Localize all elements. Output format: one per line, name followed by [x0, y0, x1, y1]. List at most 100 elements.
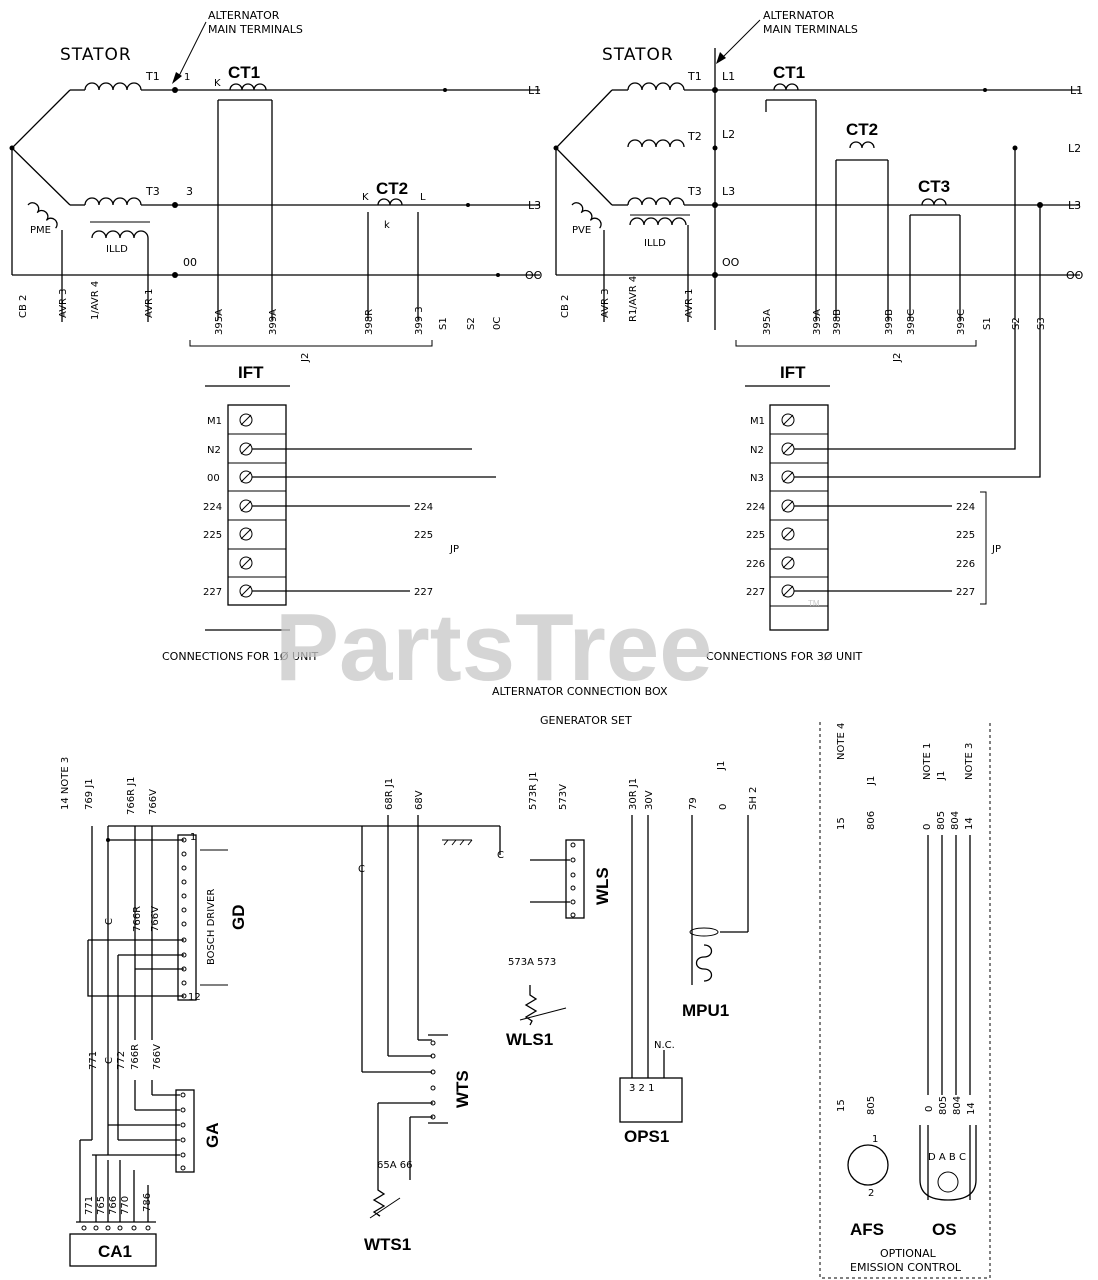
left-term-avr1: AVR 1 [144, 288, 155, 318]
right-term-avr1: AVR 1 [684, 288, 695, 318]
right-jp-label: JP [991, 544, 1001, 555]
right-wire-224: 224 [956, 502, 975, 513]
ops-pins: 3 2 1 [629, 1083, 654, 1094]
gs-pin-c: C [497, 850, 504, 861]
left-wire-224: 224 [414, 502, 433, 513]
right-l3-inner: L3 [722, 185, 735, 198]
os-dabc: D A B C [928, 1152, 966, 1163]
gs-769: 769 J1 [84, 778, 95, 810]
right-ift-row-n2: N2 [750, 445, 764, 456]
right-t3-label: T3 [687, 185, 702, 198]
left-t1-label: T1 [145, 70, 160, 83]
left-ct2-label: CT2 [376, 179, 408, 198]
left-ift-rows: M1 N2 00 224 225 227 [203, 413, 286, 598]
gs-68r: 68R J1 [384, 778, 395, 810]
left-j2-label: J2 [300, 353, 311, 363]
ca1-wire-771: 771 [84, 1196, 95, 1215]
gd-wire-766v: 766V [150, 906, 161, 932]
os-j1: J1 [936, 771, 947, 781]
right-wire-226: 226 [956, 559, 975, 570]
right-ift-row-226: 226 [746, 559, 765, 570]
os-14: 14 [964, 817, 975, 830]
wls1-label: WLS1 [506, 1030, 553, 1049]
gs-0: 0 [718, 804, 729, 810]
gd-wire-766r: 766R [132, 906, 143, 932]
right-ift-rows: M1 N2 N3 224 225 226 227 [746, 413, 828, 607]
right-term-avr4: R1/AVR 4 [628, 276, 639, 322]
right-t1-label: T1 [687, 70, 702, 83]
gd-pin-12: 12 [188, 992, 201, 1003]
left-3-label: 3 [186, 185, 193, 198]
right-main-terminals-label: MAIN TERMINALS [763, 23, 858, 36]
left-bottom-terminals: CB 2 AVR 3 1/AVR 4 AVR 1 395A 399A 398R … [18, 281, 503, 335]
right-ct1-label: CT1 [773, 63, 805, 82]
gs-j1: J1 [716, 761, 727, 771]
left-00-label: 00 [183, 256, 197, 269]
left-term-cb2: CB 2 [18, 295, 29, 318]
caption-generator-set: GENERATOR SET [540, 714, 632, 727]
right-stator-label: STATOR [602, 45, 674, 65]
right-term-399c: 399C [956, 309, 967, 335]
afs-15: 15 [836, 1099, 847, 1112]
right-l3-label: L3 [1068, 199, 1081, 212]
wts1-wires: 65A 66 [377, 1160, 412, 1171]
wls1-wires: 573A 573 [508, 957, 556, 968]
opt-15: 15 [836, 817, 847, 830]
gd-wire-c: C [104, 918, 115, 925]
left-ift-row-224: 224 [203, 502, 222, 513]
left-ift-label: IFT [238, 363, 264, 382]
right-ct2-label: CT2 [846, 120, 878, 139]
left-term-3993: 399 3 [414, 306, 425, 335]
right-illd-label: ILLD [644, 238, 666, 249]
gs-766v: 766V [148, 789, 159, 815]
ga-wire-772: 772 [116, 1051, 127, 1070]
right-ift-row-n3: N3 [750, 473, 764, 484]
ga-wire-771: 771 [88, 1051, 99, 1070]
left-jp-label: JP [449, 544, 459, 555]
gd-subtitle: BOSCH DRIVER [206, 889, 217, 965]
right-ift-row-225: 225 [746, 530, 765, 541]
left-ct1-label: CT1 [228, 63, 260, 82]
afs-label: AFS [850, 1220, 884, 1239]
ca1-wire-770: 770 [120, 1196, 131, 1215]
left-wire-227: 227 [414, 587, 433, 598]
left-l1-label: L1 [528, 84, 541, 97]
gs-766r: 766R J1 [126, 776, 137, 815]
ga-wire-766r: 766R [130, 1044, 141, 1070]
left-ct2-k: K [362, 192, 369, 203]
partstree-watermark-tm: TM [808, 599, 820, 608]
right-l2-inner: L2 [722, 128, 735, 141]
os-mid-805: 805 [938, 1096, 949, 1115]
left-main-terminals-label: MAIN TERMINALS [208, 23, 303, 36]
ops-nc: N.C. [654, 1040, 675, 1051]
right-l2-label: L2 [1068, 142, 1081, 155]
left-ift-row-225: 225 [203, 530, 222, 541]
right-ift-row-227: 227 [746, 587, 765, 598]
os-mid-804: 804 [952, 1096, 963, 1115]
caption-optional: OPTIONAL [880, 1247, 937, 1260]
left-ift-row-m1: M1 [207, 416, 222, 427]
os-804: 804 [950, 811, 961, 830]
left-ift-row-00: 00 [207, 473, 220, 484]
os-mid-14: 14 [966, 1102, 977, 1115]
left-term-avr4: 1/AVR 4 [90, 281, 101, 320]
right-t2-label: T2 [687, 130, 702, 143]
right-term-s1: S1 [982, 317, 993, 330]
os-mid-0: 0 [924, 1106, 935, 1112]
left-ift-row-n2: N2 [207, 445, 221, 456]
right-term-avr3: AVR 3 [600, 288, 611, 318]
partstree-watermark: PartsTree [275, 594, 713, 701]
gs-30r: 30R J1 [628, 778, 639, 810]
mpu1-label: MPU1 [682, 1001, 729, 1020]
left-alternator-diagram: STATOR ALTERNATOR MAIN TERMINALS T1 L1 T… [9, 9, 543, 663]
opt-note4: NOTE 4 [836, 723, 847, 760]
gs-573v: 573V [558, 784, 569, 810]
afs-pin-2: 2 [868, 1188, 874, 1199]
afs-805: 805 [866, 1096, 877, 1115]
left-term-avr3: AVR 3 [58, 288, 69, 318]
right-ift-row-m1: M1 [750, 416, 765, 427]
left-term-0c: 0C [492, 317, 503, 330]
gs-note3: 14 NOTE 3 [60, 757, 71, 810]
right-alternator-label: ALTERNATOR [763, 9, 835, 22]
right-oo-label: OO [1066, 269, 1084, 282]
